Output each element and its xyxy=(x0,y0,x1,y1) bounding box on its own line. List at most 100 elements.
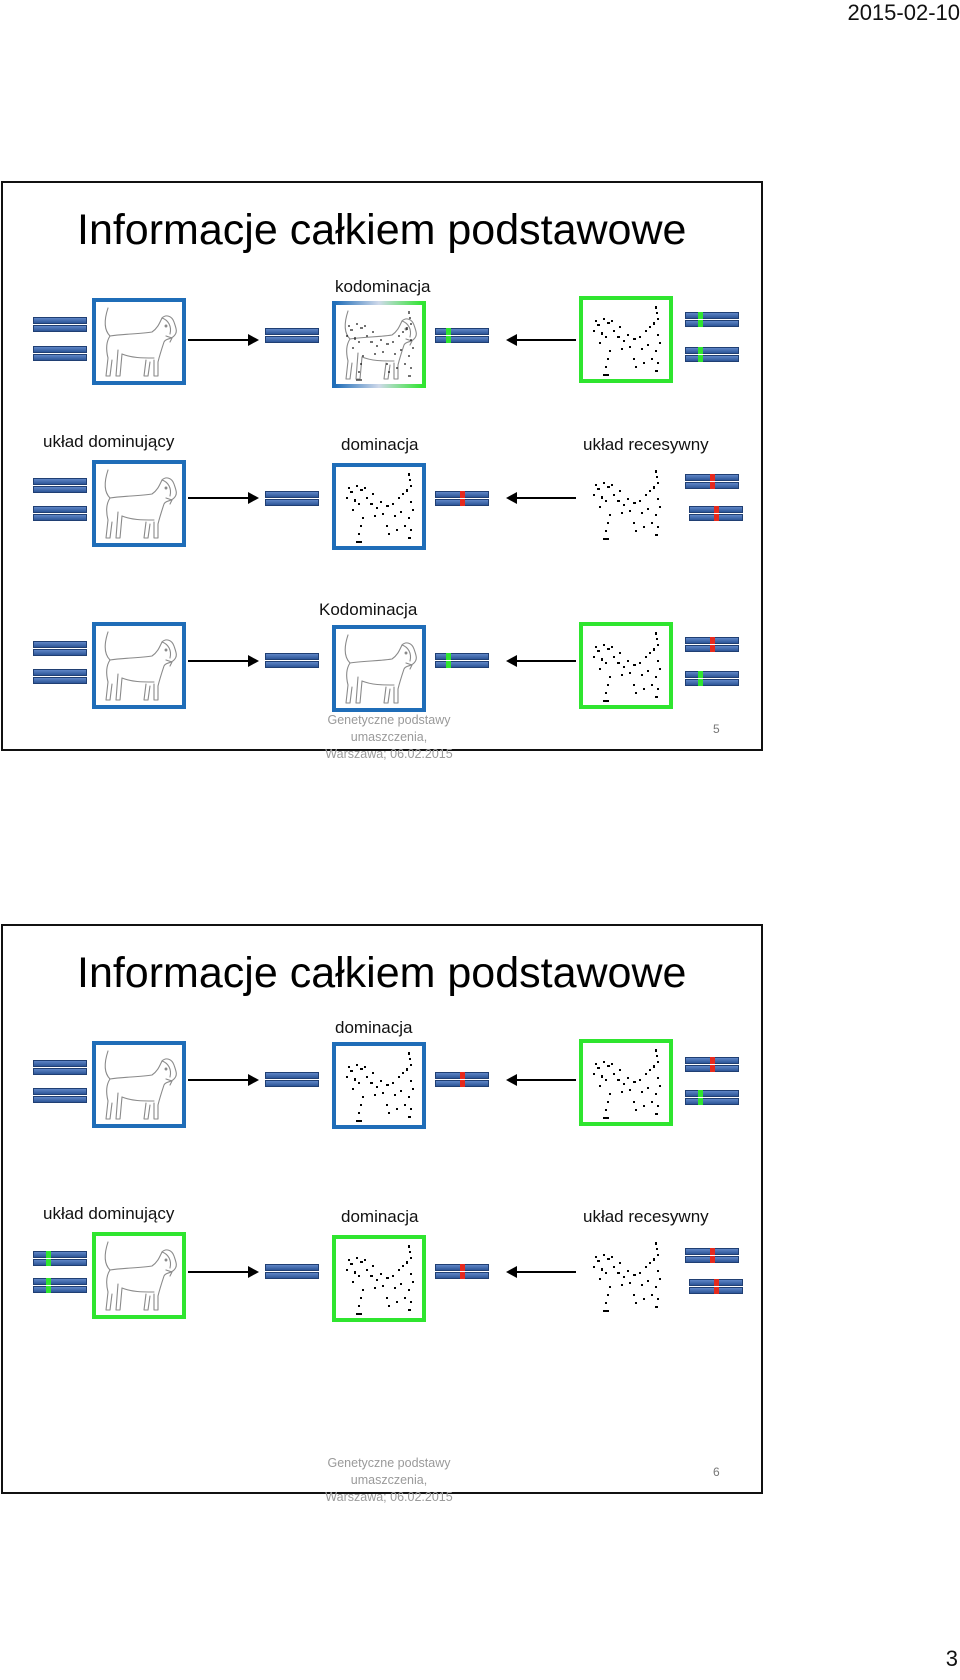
dog-frame-recessive xyxy=(579,1232,673,1319)
dog-outline-illustration xyxy=(104,307,177,377)
label-uklad-dominujacy: układ dominujący xyxy=(43,432,175,451)
dog-frame-dominant xyxy=(92,460,186,547)
slide-title: Informacje całkiem podstawowe xyxy=(77,206,687,254)
chromosome xyxy=(435,1080,489,1087)
dog-dotted-illustration xyxy=(593,470,661,540)
dog-dotted-illustration xyxy=(346,1245,414,1315)
chromosome xyxy=(685,679,739,686)
chromosome xyxy=(33,506,87,513)
dog-frame-recessive xyxy=(579,296,673,383)
arrow-left-icon xyxy=(506,1074,576,1086)
dog-outline-illustration xyxy=(344,310,417,381)
arrow-left-icon xyxy=(506,492,576,504)
chromosome xyxy=(685,1090,739,1097)
slide-footer: Genetyczne podstawy umaszczenia, Warszaw… xyxy=(289,1455,489,1506)
chromosome xyxy=(435,328,489,335)
chromosome xyxy=(265,661,319,668)
chromosome xyxy=(685,347,739,354)
dog-frame-dominant xyxy=(92,1232,186,1319)
dog-dotted-illustration xyxy=(593,632,661,702)
arrow-right-icon xyxy=(188,1074,259,1086)
chromosome xyxy=(689,1279,743,1286)
chromosome xyxy=(33,514,87,521)
footer-line-1: Genetyczne podstawy umaszczenia, xyxy=(327,713,451,744)
slide-5: Informacje całkiem podstawowe kodominacj… xyxy=(1,181,763,761)
chromosome xyxy=(685,1248,739,1255)
chromosome xyxy=(435,499,489,506)
dog-frame-dominant-result xyxy=(332,1042,426,1129)
chromosome xyxy=(33,677,87,684)
chromosome xyxy=(685,1065,739,1072)
chromosome xyxy=(685,355,739,362)
slide-number: 6 xyxy=(713,1465,720,1479)
dog-outline-illustration xyxy=(104,1241,177,1311)
chromosome xyxy=(435,491,489,498)
dog-dotted-illustration xyxy=(593,306,661,376)
chromosome xyxy=(685,482,739,489)
chromosome xyxy=(33,1278,87,1285)
chromosome xyxy=(265,336,319,343)
dog-outline-illustration xyxy=(104,631,177,701)
footer-line-1: Genetyczne podstawy umaszczenia, xyxy=(327,1456,451,1487)
chromosome xyxy=(33,325,87,332)
chromosome xyxy=(435,1272,489,1279)
chromosome xyxy=(33,1286,87,1293)
dog-dotted-illustration xyxy=(346,1052,414,1122)
chromosome xyxy=(689,514,743,521)
dog-frame-dominant xyxy=(92,298,186,385)
dog-frame-dominant xyxy=(92,1041,186,1128)
label-dominacja: dominacja xyxy=(341,435,419,454)
page-date: 2015-02-10 xyxy=(847,0,960,25)
chromosome xyxy=(265,491,319,498)
chromosome xyxy=(33,1259,87,1266)
chromosome xyxy=(435,336,489,343)
dog-frame-recessive xyxy=(579,1039,673,1126)
chromosome xyxy=(265,1080,319,1087)
chromosome xyxy=(33,1060,87,1067)
dog-outline-illustration xyxy=(344,634,417,704)
chromosome xyxy=(685,637,739,644)
chromosome xyxy=(435,653,489,660)
arrow-right-icon xyxy=(188,1266,259,1278)
chromosome xyxy=(265,499,319,506)
chromosome xyxy=(685,1057,739,1064)
dog-frame-recessive xyxy=(579,460,673,547)
chromosome xyxy=(33,346,87,353)
chromosome xyxy=(685,474,739,481)
chromosome xyxy=(265,1272,319,1279)
footer-line-2: Warszawa; 06.02.2015 xyxy=(325,1490,453,1504)
chromosome xyxy=(33,641,87,648)
chromosome xyxy=(265,1264,319,1271)
chromosome xyxy=(265,1072,319,1079)
chromosome xyxy=(435,661,489,668)
dog-frame-dominant xyxy=(92,622,186,709)
arrow-right-icon xyxy=(188,334,259,346)
chromosome xyxy=(33,1088,87,1095)
chromosome xyxy=(33,486,87,493)
arrow-right-icon xyxy=(188,655,259,667)
chromosome xyxy=(33,649,87,656)
label-kodominacja: Kodominacja xyxy=(319,600,418,619)
chromosome xyxy=(33,478,87,485)
label-uklad-recesywny: układ recesywny xyxy=(583,1207,709,1226)
chromosome xyxy=(685,1256,739,1263)
arrow-right-icon xyxy=(188,492,259,504)
chromosome xyxy=(33,1068,87,1075)
dog-frame-dominant-result xyxy=(332,1235,426,1322)
chromosome xyxy=(33,354,87,361)
slide-number: 5 xyxy=(713,722,720,736)
chromosome xyxy=(265,328,319,335)
chromosome xyxy=(33,1096,87,1103)
arrow-left-icon xyxy=(506,1266,576,1278)
dog-outline-illustration xyxy=(104,1050,177,1120)
dog-dotted-illustration xyxy=(346,473,414,543)
arrow-left-icon xyxy=(506,334,576,346)
dog-dotted-illustration xyxy=(593,1242,661,1312)
slide-title: Informacje całkiem podstawowe xyxy=(77,949,687,997)
chromosome xyxy=(685,1098,739,1105)
label-dominacja: dominacja xyxy=(335,1018,413,1037)
chromosome xyxy=(265,653,319,660)
chromosome xyxy=(435,1072,489,1079)
chromosome xyxy=(685,312,739,319)
chromosome xyxy=(33,317,87,324)
